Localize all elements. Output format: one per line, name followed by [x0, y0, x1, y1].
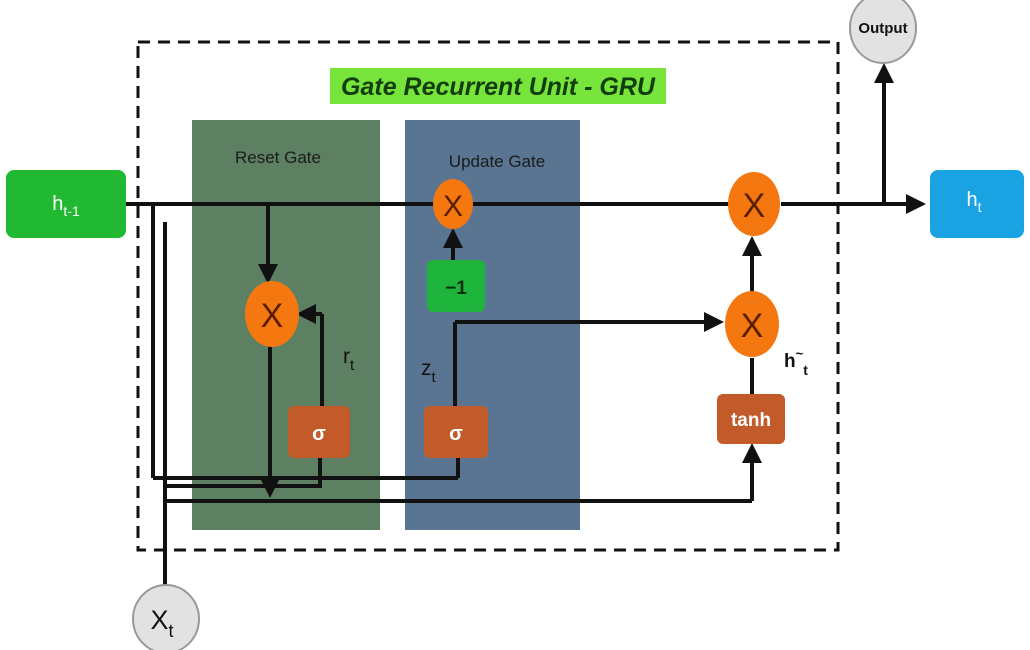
output-node	[849, 0, 917, 64]
tanh-box	[717, 394, 785, 444]
sigma-reset-box	[288, 406, 350, 458]
sigma-reset-label: σ	[312, 423, 326, 445]
candidate-state-label: h~t	[784, 346, 808, 378]
prev-state-box	[6, 170, 126, 238]
output-state-box	[930, 170, 1024, 238]
x-input-node	[132, 584, 200, 650]
candidate-multiply-node: X	[725, 291, 779, 357]
sigma-update-box	[424, 406, 488, 458]
update-multiply-node: X	[433, 179, 473, 229]
combine-multiply-node: X	[728, 172, 780, 236]
z-signal-label: zt	[421, 357, 437, 386]
tanh-label: tanh	[731, 410, 771, 431]
output-state-label: ht	[966, 189, 981, 215]
diagram-title: Gate Recurrent Unit - GRU	[341, 73, 656, 101]
connections	[126, 63, 926, 585]
output-node-label: Output	[858, 20, 907, 37]
sigma-update-label: σ	[449, 423, 463, 445]
gru-unit-boundary	[136, 40, 840, 552]
reset-multiply-node: X	[245, 281, 299, 347]
reset-gate-label: Reset Gate	[235, 148, 321, 167]
x-input-label: Xt	[150, 605, 173, 641]
update-gate-panel	[405, 120, 580, 530]
r-signal-label: rt	[343, 345, 355, 374]
reset-multiply-symbol: X	[261, 297, 284, 335]
title-background	[330, 68, 666, 104]
minus-one-label: −1	[445, 278, 467, 299]
minus-one-box	[427, 260, 485, 312]
prev-state-label: ht-1	[52, 193, 80, 219]
update-gate-label: Update Gate	[449, 152, 545, 171]
combine-multiply-symbol: X	[743, 187, 766, 225]
candidate-multiply-symbol: X	[741, 307, 764, 345]
update-multiply-symbol: X	[443, 190, 463, 223]
